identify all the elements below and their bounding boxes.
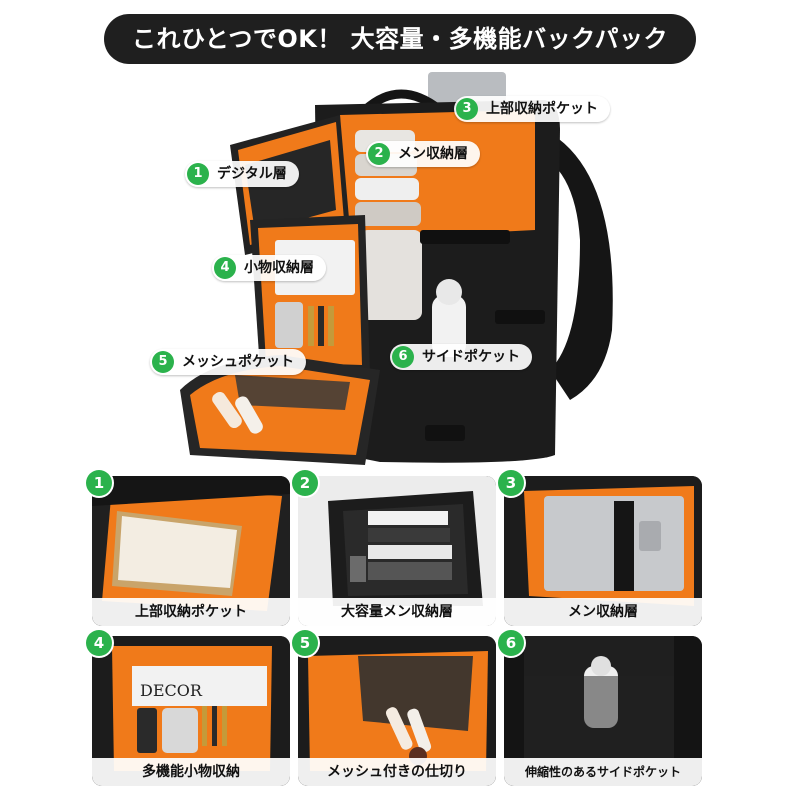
detail-accessory-storage: DECOR 多機能小物収納	[92, 636, 290, 786]
number-badge: 4	[214, 257, 236, 279]
number-badge: 3	[498, 470, 524, 496]
callout-label: デジタル層	[217, 166, 287, 182]
number-badge: 1	[86, 470, 112, 496]
detail-caption: メッシュ付きの仕切り	[298, 758, 496, 786]
detail-large-main: 大容量メン収納層	[298, 476, 496, 626]
detail-top-pocket: 上部収納ポケット	[92, 476, 290, 626]
detail-caption: 伸縮性のあるサイドポケット	[504, 758, 702, 786]
callout-label: 上部収納ポケット	[486, 101, 598, 117]
detail-caption: 多機能小物収納	[92, 758, 290, 786]
callout-digital-layer: 1 デジタル層	[185, 161, 299, 187]
callout-main-layer: 2 メン収納層	[366, 141, 480, 167]
title-banner: これひとつでOK！ 大容量・多機能バックパック	[104, 14, 696, 64]
callout-label: サイドポケット	[422, 349, 520, 365]
callout-side-pocket: 6 サイドポケット	[390, 344, 532, 370]
callout-accessory-layer: 4 小物収納層	[212, 255, 326, 281]
callout-label: 小物収納層	[244, 260, 314, 276]
number-badge: 6	[392, 346, 414, 368]
number-badge: 1	[187, 163, 209, 185]
detail-mesh-divider: メッシュ付きの仕切り	[298, 636, 496, 786]
number-badge: 2	[292, 470, 318, 496]
detail-stretch-side-pocket: 伸縮性のあるサイドポケット	[504, 636, 702, 786]
number-badge: 6	[498, 630, 524, 656]
detail-caption: メン収納層	[504, 598, 702, 626]
number-badge: 2	[368, 143, 390, 165]
callout-mesh-pocket: 5 メッシュポケット	[150, 349, 306, 375]
number-badge: 3	[456, 98, 478, 120]
detail-main-layer: メン収納層	[504, 476, 702, 626]
accessory-organizer-photo: DECOR	[92, 636, 290, 786]
main-compartment-photo	[298, 476, 496, 626]
number-badge: 4	[86, 630, 112, 656]
callout-label: メン収納層	[398, 146, 468, 162]
callout-top-pocket: 3 上部収納ポケット	[454, 96, 610, 122]
backpack-hero-image	[180, 72, 613, 465]
number-badge: 5	[152, 351, 174, 373]
callout-label: メッシュポケット	[182, 354, 294, 370]
number-badge: 5	[292, 630, 318, 656]
detail-caption: 上部収納ポケット	[92, 598, 290, 626]
decor-print: DECOR	[140, 681, 203, 700]
detail-caption: 大容量メン収納層	[298, 598, 496, 626]
